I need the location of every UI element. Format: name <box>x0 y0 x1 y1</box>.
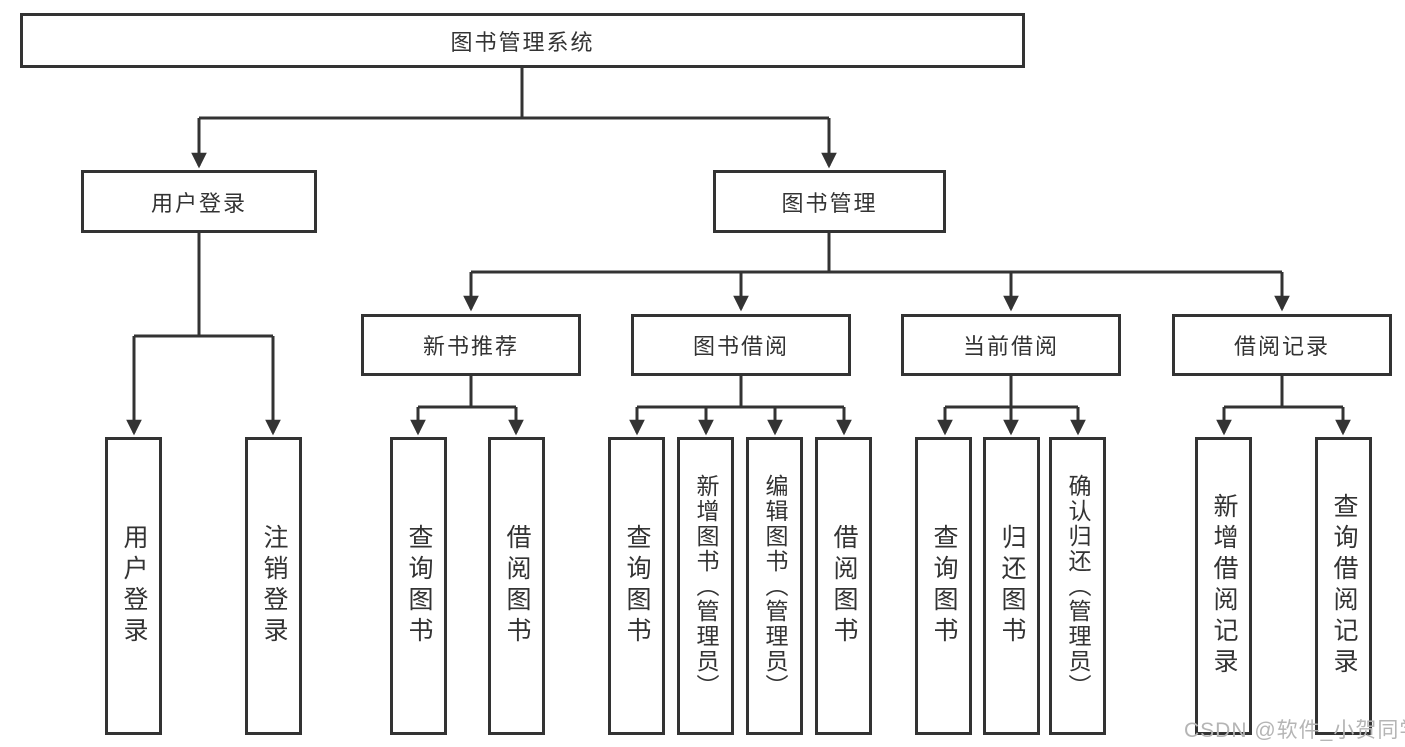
csdn-watermark: CSDN @软件_小贺同学 <box>1184 719 1405 742</box>
node-new-book-recommendation: 新书推荐 <box>361 314 581 376</box>
leaf-add-book-admin: 新增图书（管理员） <box>677 437 734 735</box>
leaf-confirm-return-admin: 确认归还（管理员） <box>1049 437 1106 735</box>
leaf-logout: 注销登录 <box>245 437 302 735</box>
leaf-borrow-books-recommendation: 借阅图书 <box>488 437 545 735</box>
leaf-return-book: 归还图书 <box>983 437 1040 735</box>
leaf-borrow-books-borrowing: 借阅图书 <box>815 437 872 735</box>
node-book-borrowing: 图书借阅 <box>631 314 851 376</box>
node-borrowing-records: 借阅记录 <box>1172 314 1392 376</box>
leaf-query-books-current: 查询图书 <box>915 437 972 735</box>
leaf-query-books-borrowing: 查询图书 <box>608 437 665 735</box>
leaf-query-books-recommendation: 查询图书 <box>390 437 447 735</box>
node-current-borrowing: 当前借阅 <box>901 314 1121 376</box>
node-book-management: 图书管理 <box>713 170 946 233</box>
node-user-login: 用户登录 <box>81 170 317 233</box>
leaf-user-login: 用户登录 <box>105 437 162 735</box>
node-root: 图书管理系统 <box>20 13 1025 68</box>
leaf-edit-book-admin: 编辑图书（管理员） <box>746 437 803 735</box>
leaf-add-borrow-record: 新增借阅记录 <box>1195 437 1252 735</box>
leaf-query-borrow-record: 查询借阅记录 <box>1315 437 1372 735</box>
